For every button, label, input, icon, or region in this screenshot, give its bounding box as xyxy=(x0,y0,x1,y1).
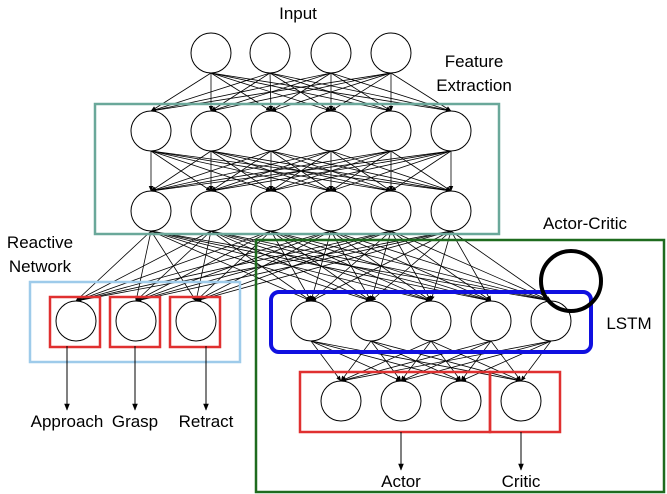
edge-feature-to-lstm xyxy=(210,230,312,302)
edge-lstm-to-output xyxy=(340,340,492,382)
edge-feature-to-feature xyxy=(210,150,452,193)
edge-input-to-feature xyxy=(150,72,332,113)
lstm-node xyxy=(290,300,332,342)
edge-lstm-to-output xyxy=(340,340,372,382)
edge-lstm-to-output xyxy=(310,340,342,382)
output-node xyxy=(380,380,422,422)
output-node xyxy=(500,380,542,422)
edge-input-to-feature xyxy=(150,72,212,112)
feature-node-layer2 xyxy=(310,190,352,232)
output-node xyxy=(320,380,362,422)
feature-label-line1: Feature xyxy=(445,52,504,71)
edge-feature-to-feature xyxy=(150,150,212,192)
edge-feature-to-lstm xyxy=(270,230,312,302)
feature-label-line2: Extraction xyxy=(436,76,512,95)
lstm-loop xyxy=(539,249,603,313)
edge-feature-to-feature xyxy=(390,150,452,192)
feature-node-layer2 xyxy=(250,190,292,232)
edge-lstm-to-output xyxy=(520,340,552,382)
feature-node-layer1 xyxy=(250,110,292,152)
edge-feature-to-feature xyxy=(270,150,452,193)
edge-feature-to-feature xyxy=(150,150,272,192)
edge-feature-to-feature xyxy=(150,150,332,193)
reactive-label-line2: Network xyxy=(9,257,72,276)
reactive-label-line1: Reactive xyxy=(7,233,73,252)
edge-feature-to-reactive xyxy=(75,230,332,302)
edge-feature-to-feature xyxy=(150,150,392,193)
critic-output-box xyxy=(488,370,562,434)
feature-node-layer2 xyxy=(370,190,412,232)
edge-lstm-to-output xyxy=(400,340,552,382)
edge-feature-to-reactive xyxy=(135,230,452,303)
output-node xyxy=(440,380,482,422)
actor-label: Actor xyxy=(381,472,421,491)
input-node xyxy=(249,32,291,74)
edge-lstm-to-output xyxy=(340,340,552,383)
lstm-node xyxy=(470,300,512,342)
edge-feature-to-feature xyxy=(330,150,452,192)
edge-feature-to-lstm xyxy=(310,230,452,302)
edge-feature-to-lstm xyxy=(310,230,392,302)
actor-critic-label: Actor-Critic xyxy=(543,214,628,233)
edge-feature-to-lstm xyxy=(450,230,552,302)
feature-node-layer1 xyxy=(130,110,172,152)
feature-node-layer2 xyxy=(430,190,472,232)
input-node xyxy=(190,32,232,74)
lstm-box xyxy=(269,290,593,354)
approach-label: Approach xyxy=(31,412,104,431)
edge-feature-to-lstm xyxy=(310,230,332,302)
reactive-node xyxy=(115,300,157,342)
edge-feature-to-lstm xyxy=(430,230,452,302)
feature-node-layer2 xyxy=(130,190,172,232)
feature-node-layer1 xyxy=(190,110,232,152)
lstm-node xyxy=(350,300,392,342)
edge-lstm-to-output xyxy=(340,340,432,382)
lstm-node xyxy=(410,300,452,342)
nodes-layer xyxy=(55,32,572,422)
edge-feature-to-lstm xyxy=(450,230,492,302)
retract-label: Retract xyxy=(179,412,234,431)
reactive-node xyxy=(55,300,97,342)
retract-node-box xyxy=(168,295,222,349)
grasp-label: Grasp xyxy=(112,412,158,431)
edge-input-to-feature xyxy=(150,72,271,112)
reactive-node xyxy=(175,300,217,342)
edge-feature-to-reactive xyxy=(195,230,452,302)
edge-feature-to-lstm xyxy=(370,230,452,302)
feature-node-layer1 xyxy=(430,110,472,152)
edge-feature-to-lstm xyxy=(150,230,312,302)
feature-node-layer1 xyxy=(310,110,352,152)
approach-node-box xyxy=(48,295,102,349)
boxes-layer xyxy=(28,102,666,494)
edge-feature-to-reactive xyxy=(75,230,392,303)
input-node xyxy=(310,32,352,74)
feature-node-layer2 xyxy=(190,190,232,232)
lstm-label: LSTM xyxy=(606,314,651,333)
critic-label: Critic xyxy=(502,472,541,491)
edge-feature-to-feature xyxy=(150,150,452,193)
lstm-node xyxy=(530,300,572,342)
edge-lstm-to-output xyxy=(460,340,552,382)
actor-critic-box xyxy=(254,238,666,494)
edge-feature-to-reactive xyxy=(75,230,152,302)
input-node xyxy=(370,32,412,74)
edge-feature-to-reactive xyxy=(75,230,452,303)
input-label: Input xyxy=(279,4,317,23)
feature-extraction-box xyxy=(93,102,501,236)
feature-node-layer1 xyxy=(370,110,412,152)
edge-feature-to-reactive xyxy=(75,230,212,302)
